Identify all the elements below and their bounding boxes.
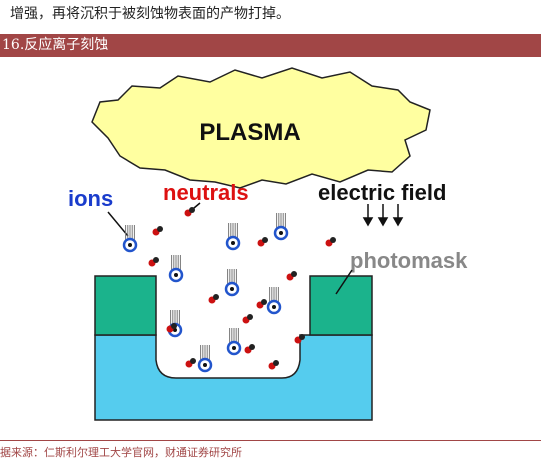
neutral-particle [244,344,255,354]
neutral-particle [257,237,268,247]
neutral-particle [268,360,279,370]
neutral-particle [148,257,159,267]
ion-particle [225,223,241,251]
ions-group [122,213,289,373]
neutral-particle [294,334,305,344]
ion-particle [224,269,240,297]
footer-divider [0,440,541,441]
neutral-particle [166,323,177,333]
neutral-particle [208,294,219,304]
photomask-left [94,275,157,336]
ion-particle [226,328,242,356]
neutral-particle [242,314,253,324]
neutral-particle [185,358,196,368]
neutrals-label: neutrals [163,180,249,205]
ion-particle [122,225,138,253]
electric-field-label: electric field [318,180,446,205]
photomask-pointer [335,269,353,295]
figure-title: 16.反应离子刻蚀 [2,37,109,53]
neutral-particle [325,237,336,247]
substrate [94,334,373,421]
photomask-right [309,275,373,336]
rie-diagram: PLASMA ions neutrals electric field phot… [68,67,468,421]
figure-header: 16.反应离子刻蚀 [0,34,541,57]
ion-particle [168,255,184,283]
neutral-particle [184,207,195,217]
neutral-particle [286,271,297,281]
neutrals-group [148,207,336,370]
plasma-label: PLASMA [199,119,300,146]
electric-field-arrows [362,204,404,227]
source-note: 据来源：仁斯利尔理工大学官网，财通证券研究所 [0,446,242,459]
ion-particle [273,213,289,241]
neutral-particle [256,299,267,309]
ions-pointer [107,211,129,237]
neutral-particle [152,226,163,236]
photomask-label: photomask [350,248,468,273]
ions-label: ions [68,186,113,211]
plasma-cloud [91,67,431,189]
ion-particle [197,345,213,373]
ion-particle [266,287,282,315]
body-text: 增强，再将沉积于被刻蚀物表面的产物打掉。 [10,6,290,22]
